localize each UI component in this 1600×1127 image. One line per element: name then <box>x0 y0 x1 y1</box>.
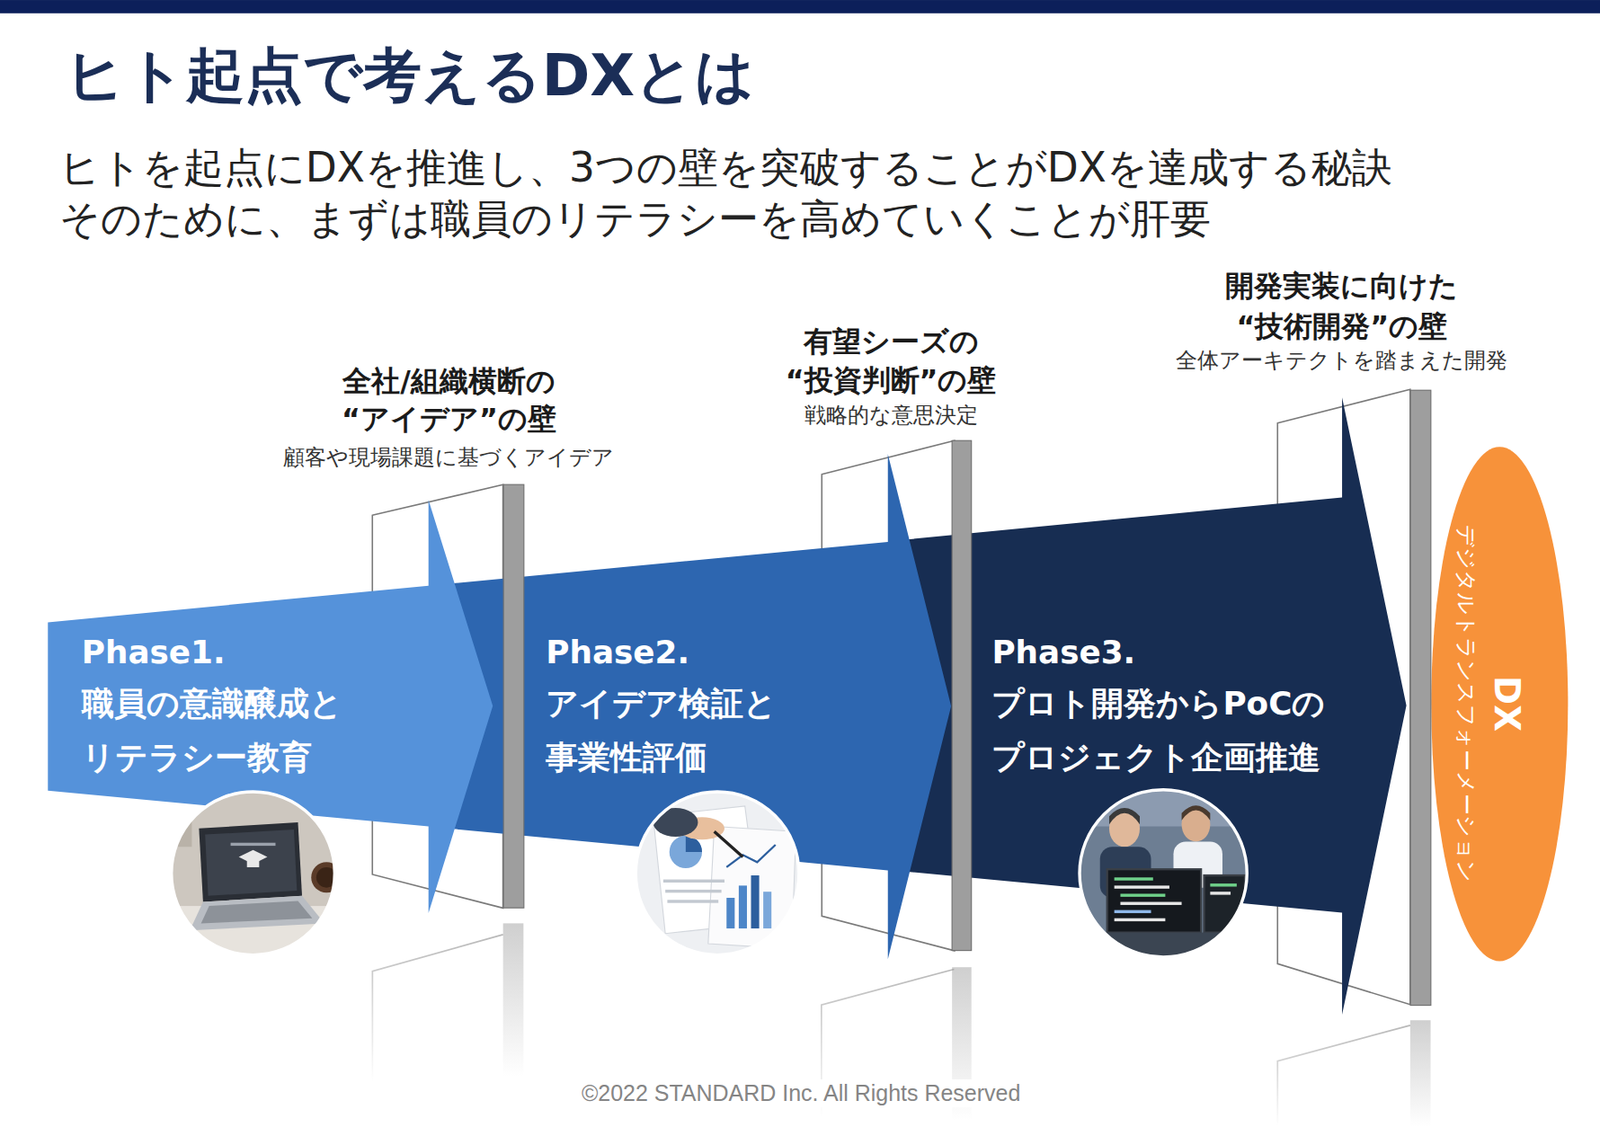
text-holder: 職員の意識醸成と リテラシー教育 <box>81 676 490 785</box>
text-holder: Phase2. <box>545 632 690 674</box>
graphic-part <box>714 831 744 857</box>
wall-bar-shape <box>1409 389 1432 1007</box>
graphic-part <box>1114 918 1166 922</box>
text-holder: Phase1. <box>81 632 226 674</box>
wall-bar-shape <box>502 483 525 909</box>
text-holder: プロト開発からPoCの プロジェクト企画推進 <box>991 676 1390 785</box>
phase-number: Phase2. <box>545 632 690 674</box>
graphic-part <box>204 829 297 897</box>
phase-number: Phase3. <box>991 632 1136 674</box>
graphic-part <box>1120 893 1165 897</box>
graphic-part <box>738 885 747 929</box>
wall-reflection <box>1277 1025 1411 1127</box>
graphic-part <box>1076 933 1251 965</box>
wall-heading: 開発実装に向けた “技術開発”の壁 <box>1189 266 1496 347</box>
graphic-part <box>1120 902 1182 906</box>
subtitle-line: そのために、まずは職員のリテラシーを高めていくことが肝要 <box>59 194 1211 246</box>
text-holder: 開発実装に向けた “技術開発”の壁 <box>1189 266 1496 347</box>
graphic-part <box>311 862 342 893</box>
goal-ellipse-shape <box>1431 446 1569 961</box>
goal-subtitle: デジタルトランスフォーメーション <box>1451 524 1479 883</box>
wall-bar <box>503 484 525 908</box>
text-holder: 全体アーキテクトを踏まえた開発 <box>1137 346 1547 375</box>
text-holder: Phase3. <box>991 632 1136 674</box>
graphic-part <box>666 899 719 903</box>
graphic-part <box>1204 875 1245 934</box>
graphic-part <box>1114 877 1154 880</box>
graphic-part <box>1182 805 1211 820</box>
phase-arrow: Phase2.アイデア検証と 事業性評価 <box>436 452 953 961</box>
graphic-part <box>1114 910 1152 914</box>
graphic-part <box>247 860 260 868</box>
graphic-part <box>1209 891 1231 895</box>
wall-panel-shape <box>819 438 957 953</box>
photo-frame <box>1079 790 1247 958</box>
phase-title: プロト開発からPoCの プロジェクト企画推進 <box>991 676 1390 785</box>
graphic-part <box>669 835 703 869</box>
text-holder: ヒト起点で考えるDXとは <box>65 39 756 113</box>
wall-note: 戦略的な意思決定 <box>686 401 1095 430</box>
wall-panel-shape <box>370 482 506 911</box>
wall-panel <box>372 484 503 908</box>
graphic-part <box>189 896 325 932</box>
graphic-part <box>708 826 797 950</box>
copyright-note: ©2022 STANDARD Inc. All Rights Reserved <box>576 1079 1026 1108</box>
graphic-part <box>751 875 760 929</box>
graphic-part <box>763 891 772 929</box>
text-holder: 全社/組織横断の “アイデア”の壁 <box>295 363 603 439</box>
wall-note: 顧客や現場課題に基づくアイデア <box>244 444 653 472</box>
text-holder: ヒトを起点にDXを推進し、3つの壁を突破することがDXを達成する秘訣 <box>59 142 1393 195</box>
graphic-part <box>1114 885 1170 889</box>
phase-arrow: Phase3.プロト開発からPoCの プロジェクト企画推進 <box>896 395 1409 1017</box>
wall-heading: 有望シーズの “投資判断”の壁 <box>737 322 1045 400</box>
graphic-part <box>663 880 725 883</box>
graphic-part <box>726 897 735 929</box>
graphic-part <box>1107 869 1201 933</box>
photo-frame <box>171 791 336 956</box>
wall-reflection <box>372 934 503 1082</box>
wall-panel <box>1277 390 1411 1005</box>
photo-frame <box>635 791 800 956</box>
graphic-part <box>231 843 276 846</box>
text-holder: そのために、まずは職員のリテラシーを高めていくことが肝要 <box>59 194 1211 246</box>
subtitle-line: ヒトを起点にDXを推進し、3つの壁を突破することがDXを達成する秘訣 <box>59 142 1393 195</box>
wall-heading: 全社/組織横断の “アイデア”の壁 <box>295 363 603 439</box>
wall-reflection <box>503 923 525 1076</box>
text-holder: 戦略的な意思決定 <box>686 401 1095 430</box>
text-holder: 顧客や現場課題に基づくアイデア <box>244 444 653 472</box>
graphic-part <box>1209 883 1237 887</box>
phase-title: アイデア検証と 事業性評価 <box>545 676 883 785</box>
wall-note: 全体アーキテクトを踏まえた開発 <box>1137 346 1547 375</box>
graphic-part <box>171 806 193 847</box>
text-holder: アイデア検証と 事業性評価 <box>545 676 883 785</box>
graphic-part <box>198 822 303 903</box>
wall-bar <box>1410 390 1432 1005</box>
phase-arrow: Phase1.職員の意識醸成と リテラシー教育 <box>45 497 495 916</box>
goal-title: DX <box>1484 675 1528 732</box>
graphic-part <box>201 900 313 924</box>
wall-bar <box>951 441 972 952</box>
graphic-part <box>665 889 721 893</box>
phase-title: 職員の意識醸成と リテラシー教育 <box>81 676 490 785</box>
top-bar <box>0 0 1600 14</box>
wall: 開発実装に向けた “技術開発”の壁全体アーキテクトを踏まえた開発 <box>1137 259 1547 1010</box>
text-holder: ©2022 STANDARD Inc. All Rights Reserved <box>495 1079 1108 1108</box>
wall-reflection <box>1410 1020 1432 1127</box>
goal-ellipse: DXデジタルトランスフォーメーション <box>1429 444 1571 964</box>
text-holder: 有望シーズの “投資判断”の壁 <box>737 322 1045 400</box>
graphic-part <box>1109 808 1140 825</box>
slide-title: ヒト起点で考えるDXとは <box>65 39 756 113</box>
phase-number: Phase1. <box>81 632 226 674</box>
wall-bar-shape <box>951 439 973 952</box>
